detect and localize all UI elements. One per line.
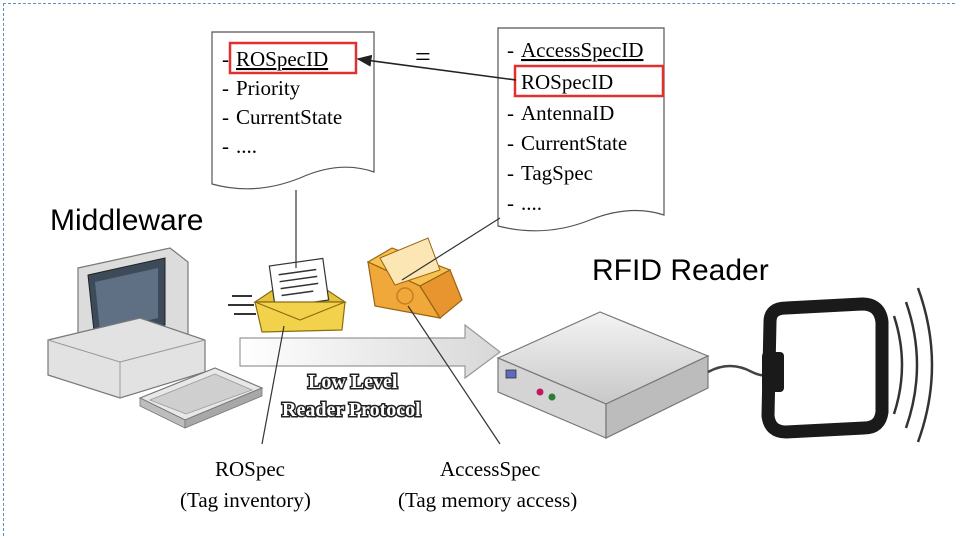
rospec-item-2-prefix: - bbox=[222, 105, 229, 129]
accessspec-item-2: AntennaID bbox=[521, 101, 614, 125]
accessspec-rospecid-highlight-box bbox=[513, 64, 665, 98]
rfid-reader-label: RFID Reader bbox=[592, 254, 769, 287]
accessspec-envelope-icon bbox=[366, 237, 463, 319]
accessspec-item-0-prefix: - bbox=[507, 38, 514, 62]
rospec-leader-line bbox=[261, 325, 285, 445]
protocol-label-line1: Low Level bbox=[308, 371, 398, 393]
rospec-item-1-prefix: - bbox=[222, 76, 229, 100]
accessspec-connector-line bbox=[401, 217, 501, 281]
rfid-antenna-icon bbox=[761, 297, 889, 439]
rfid-reader-device-icon bbox=[496, 311, 710, 439]
middleware-label: Middleware bbox=[50, 204, 203, 237]
rospecid-highlight-box bbox=[228, 41, 358, 75]
protocol-arrow bbox=[239, 323, 501, 380]
accessspec-item-1: ROSpecID bbox=[521, 70, 613, 94]
rospecid-link-arrow bbox=[356, 54, 517, 81]
accessspec-document: - AccessSpecID ROSpecID - AntennaID - Cu… bbox=[497, 27, 665, 232]
rospec-caption-sub: (Tag inventory) bbox=[180, 488, 311, 512]
accessspec-item-3-prefix: - bbox=[507, 131, 514, 155]
rospec-item-0-prefix: - bbox=[222, 47, 229, 71]
rospec-caption-title: ROSpec bbox=[215, 457, 285, 481]
accessspec-item-2-prefix: - bbox=[507, 101, 514, 125]
radio-waves-icon bbox=[892, 287, 934, 443]
accessspec-leader-line bbox=[407, 305, 501, 445]
accessspec-item-5: .... bbox=[521, 191, 542, 215]
rospec-envelope-icon bbox=[253, 257, 347, 333]
accessspec-item-0: AccessSpecID bbox=[521, 38, 643, 62]
accessspec-item-4: TagSpec bbox=[521, 161, 593, 185]
accessspec-item-5-prefix: - bbox=[507, 191, 514, 215]
computer-icon bbox=[47, 247, 264, 429]
rospec-item-1: Priority bbox=[236, 76, 301, 100]
rospec-item-3-prefix: - bbox=[222, 134, 229, 158]
speed-lines-icon bbox=[228, 295, 256, 315]
rospec-item-3: .... bbox=[236, 134, 257, 158]
accessspec-caption-sub: (Tag memory access) bbox=[398, 488, 577, 512]
accessspec-caption-title: AccessSpec bbox=[440, 457, 540, 481]
rospec-document: - ROSpecID - Priority - CurrentState - .… bbox=[211, 31, 375, 190]
equals-sign: = bbox=[415, 42, 431, 73]
accessspec-item-3: CurrentState bbox=[521, 131, 627, 155]
slide-frame bbox=[3, 3, 955, 536]
rospec-item-2: CurrentState bbox=[236, 105, 342, 129]
protocol-label-line2: Reader Protocol bbox=[282, 399, 421, 421]
accessspec-item-4-prefix: - bbox=[507, 161, 514, 185]
rospec-item-0: ROSpecID bbox=[236, 47, 328, 71]
